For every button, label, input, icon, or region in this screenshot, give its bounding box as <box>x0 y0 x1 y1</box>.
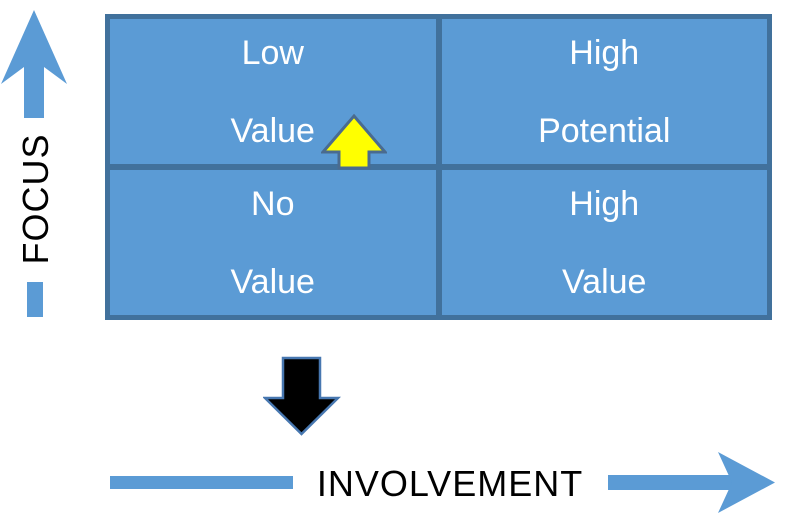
focus-axis-up-arrow-icon <box>1 10 67 118</box>
involvement-axis-right-arrow-icon <box>608 452 775 513</box>
quadrant-label-line: High <box>569 184 640 223</box>
involvement-axis-line <box>110 476 293 489</box>
black-down-arrow-icon <box>263 356 341 436</box>
quadrant-high-value: High Value <box>441 170 767 315</box>
quadrant-label-line: Low <box>241 33 304 72</box>
yellow-up-arrow-icon <box>321 113 387 170</box>
quadrant-matrix: Low Value High Potential No Value High V… <box>105 14 772 320</box>
focus-axis-dash <box>27 282 43 317</box>
quadrant-high-potential: High Potential <box>441 19 767 164</box>
quadrant-label-line: High <box>569 33 640 72</box>
quadrant-label-line: No <box>251 184 295 223</box>
quadrant-label-line: Potential <box>538 111 671 150</box>
involvement-axis-label: INVOLVEMENT <box>316 463 584 504</box>
quadrant-low-value: Low Value <box>110 19 436 164</box>
quadrant-label-line: Value <box>562 262 647 301</box>
quadrant-label-line: Value <box>230 262 315 301</box>
quadrant-label-line: Value <box>230 111 315 150</box>
focus-axis-label: FOCUS <box>15 133 56 265</box>
quadrant-no-value: No Value <box>110 170 436 315</box>
